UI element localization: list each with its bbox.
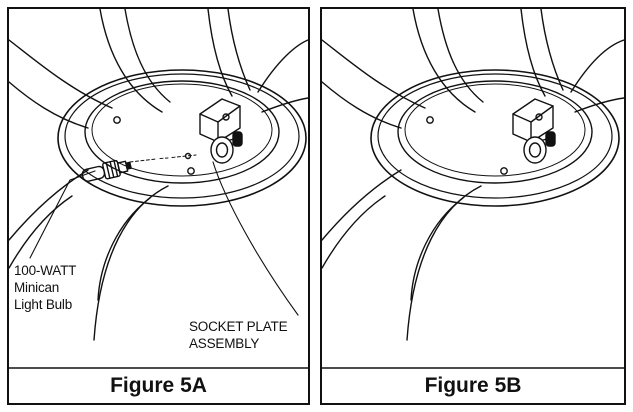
bulb-callout-line-3: Light Bulb xyxy=(14,297,73,312)
bulb-callout: 100-WATT Minican Light Bulb xyxy=(14,262,76,313)
figure-5a-caption: Figure 5A xyxy=(110,374,207,397)
figure-5a-panel xyxy=(7,7,310,405)
figure-5a-fan-drawing xyxy=(9,9,308,341)
figure-5b-frame xyxy=(320,7,626,405)
socket-callout-line-2: ASSEMBLY xyxy=(189,336,260,351)
bulb-callout-line-1: 100-WATT xyxy=(14,263,77,278)
socket-plate-callout: SOCKET PLATE ASSEMBLY xyxy=(189,318,288,352)
bulb-callout-line-2: Minican xyxy=(14,280,60,295)
figure-5b-fan-drawing xyxy=(322,9,624,341)
figure-5b-caption: Figure 5B xyxy=(424,374,522,397)
socket-callout-line-1: SOCKET PLATE xyxy=(189,319,288,334)
figure-5a-frame xyxy=(7,7,310,405)
figure-5b-panel xyxy=(320,7,626,405)
